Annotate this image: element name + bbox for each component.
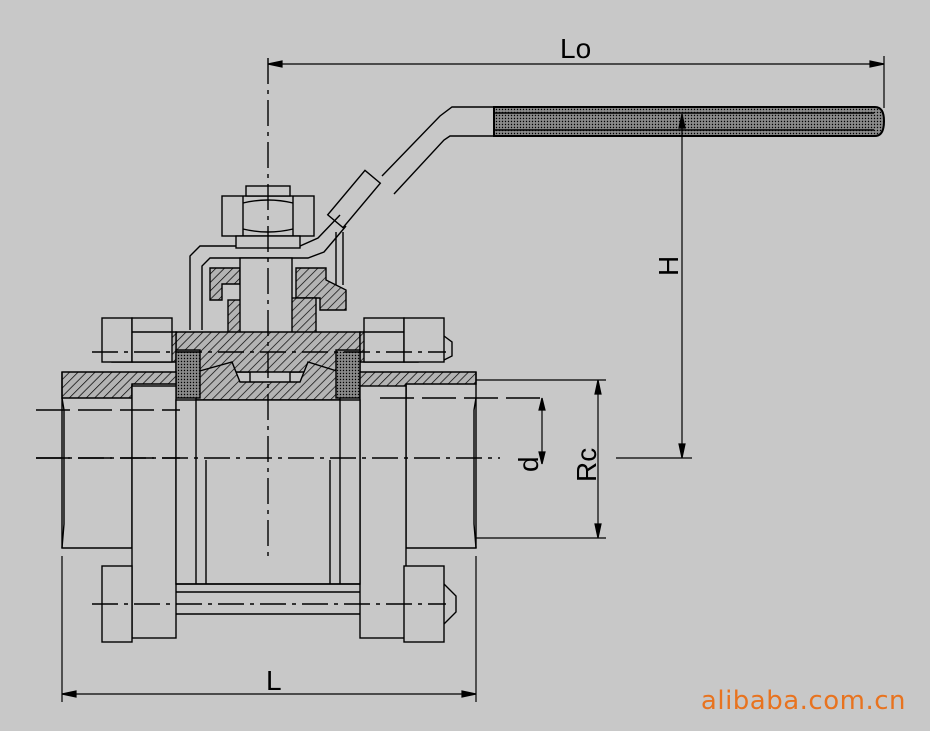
dim-label-d: d: [513, 456, 544, 472]
watermark-text: alibaba.com.cn: [701, 686, 906, 716]
dim-label-lo: Lo: [560, 33, 591, 64]
dim-label-rc: Rc: [571, 448, 602, 482]
dim-label-l: L: [266, 665, 282, 696]
dim-label-h: H: [653, 256, 684, 276]
